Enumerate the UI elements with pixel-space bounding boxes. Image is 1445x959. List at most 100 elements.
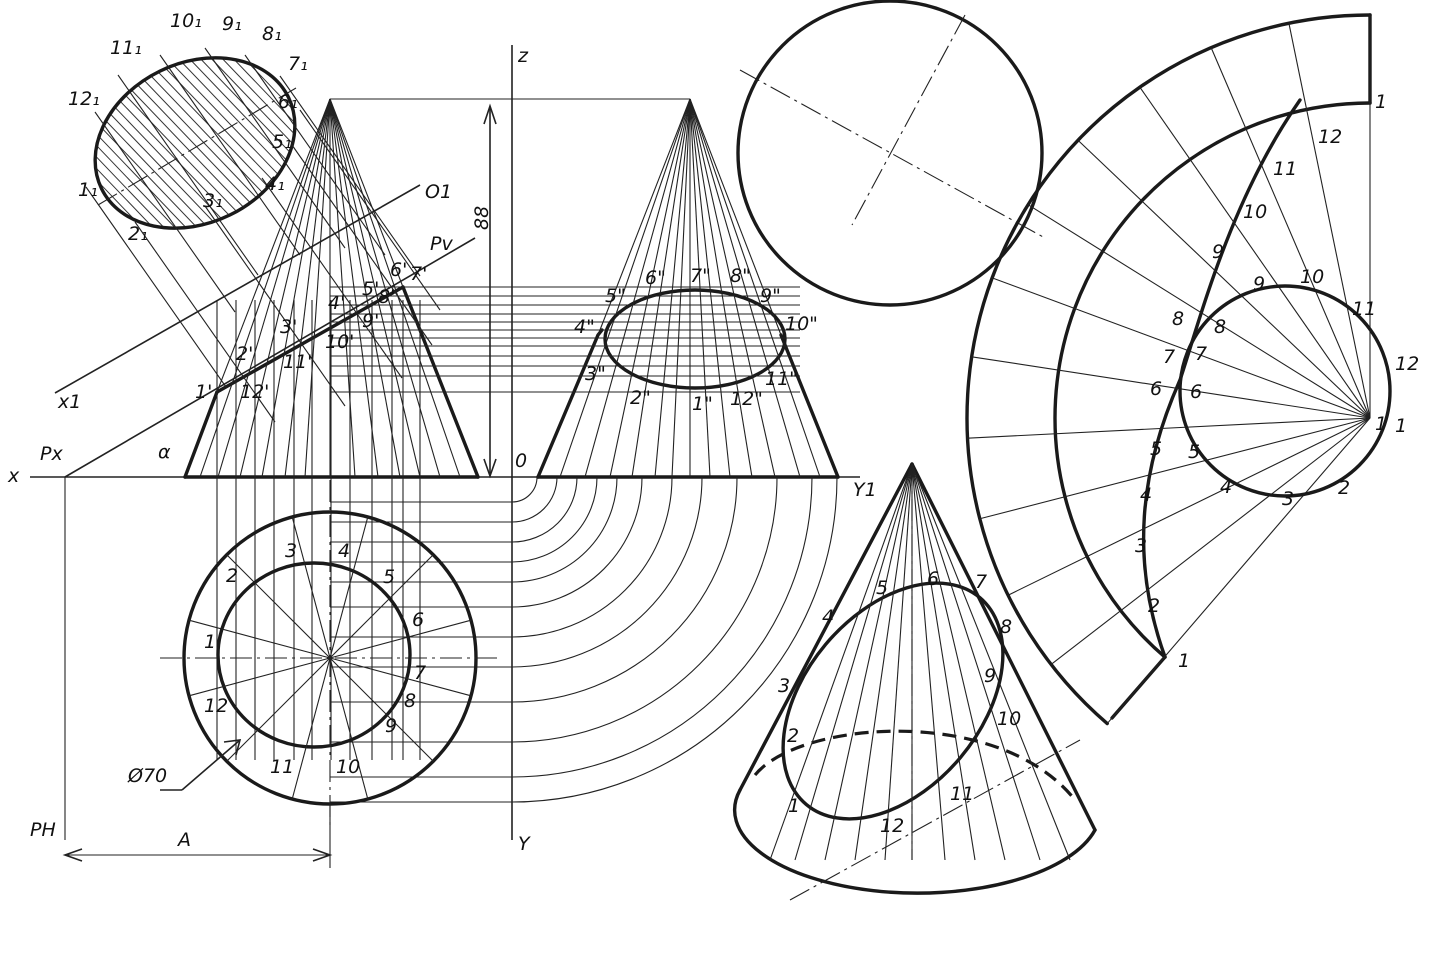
transfer-arc	[511, 476, 673, 638]
plan-rays	[188, 516, 472, 800]
front-view	[183, 98, 480, 760]
iso-generatrix	[911, 463, 1006, 861]
plan-ray	[291, 657, 331, 800]
iso-left-generatrix	[738, 462, 914, 792]
side-generatrix	[671, 98, 691, 478]
plan-point-label: 5	[383, 566, 395, 588]
hatch-line	[404, 30, 624, 260]
label-origin: 0	[515, 450, 527, 472]
development-ray	[1106, 417, 1371, 724]
side-generatrix	[689, 98, 711, 478]
plan-section-contour	[216, 561, 412, 749]
hatch-line	[393, 30, 613, 260]
projection-axes	[30, 45, 860, 840]
development-base-circle	[736, 0, 1044, 307]
section-point-label: 10₁	[170, 10, 202, 32]
iso-point-label: 12	[880, 815, 904, 837]
section-point-label: 9₁	[222, 13, 242, 35]
iso-generatrix	[911, 463, 1041, 861]
plan-point-label: 7	[414, 662, 426, 684]
front-generatrix	[261, 98, 331, 478]
iso-point-label: 8	[1000, 616, 1012, 638]
plan-point-label: 1	[204, 631, 216, 653]
iso-point-label: 4	[822, 606, 834, 628]
section-point-label: 5₁	[272, 131, 292, 153]
dim-a-arrow-left	[62, 848, 83, 862]
side-point-label: 1"	[692, 393, 713, 415]
plan-ray	[291, 516, 331, 659]
iso-generatrix	[854, 463, 913, 861]
transfer-arc	[511, 476, 578, 543]
isometric-cone	[732, 462, 1097, 901]
front-generatrices	[199, 98, 461, 478]
development-inner-label: 2	[1338, 477, 1350, 499]
front-generatrix	[329, 98, 379, 478]
iso-generatrix	[884, 463, 913, 861]
side-section-ellipse	[603, 288, 787, 390]
side-point-label: 12"	[730, 388, 763, 410]
section-point-label: 12₁	[68, 88, 100, 110]
plan-point-label: 4	[338, 540, 350, 562]
hatch-line	[66, 29, 97, 261]
development-ray	[1027, 204, 1371, 419]
point-labels: 1'2'3'4'5'6'7'8'9'10'11'12'2"3"4"5"6"7"8…	[68, 10, 1419, 837]
side-generatrix	[689, 98, 801, 478]
development-inner-label: 7	[1195, 343, 1207, 365]
side-left-generatrix	[536, 328, 604, 479]
front-point-label: 5'	[362, 278, 379, 300]
development-section-curve	[1141, 98, 1302, 659]
hatch-line	[437, 30, 657, 260]
development-inner-label: 5	[1188, 441, 1200, 463]
development-inner-label: 1	[1375, 413, 1387, 435]
development-inner-label: 11	[1352, 298, 1376, 320]
side-generatrix	[689, 98, 753, 478]
side-generatrix	[689, 98, 821, 478]
development-inner-label: 10	[1300, 266, 1324, 288]
development-inner-label: 1	[1395, 415, 1407, 437]
iso-generatrices	[769, 463, 1071, 861]
front-projection-lines	[216, 300, 421, 760]
dev-circle-axis-2	[851, 14, 966, 226]
front-generatrix	[329, 98, 441, 478]
transfer-arc	[511, 476, 598, 563]
side-generatrix	[609, 98, 691, 478]
front-point-label: 2'	[236, 343, 253, 365]
development-section-circle	[1178, 284, 1392, 498]
section-point-label: 6₁	[278, 91, 298, 113]
transfer-arc	[511, 476, 538, 503]
side-right-generatrix	[779, 333, 840, 479]
plan-point-label: 12	[204, 695, 228, 717]
development-rays	[967, 15, 1371, 724]
front-generatrix	[304, 98, 331, 478]
front-point-label: 7'	[410, 263, 427, 285]
iso-base-hidden	[753, 729, 1077, 801]
development-outer-label: 12	[1318, 126, 1342, 148]
section-link	[85, 186, 227, 388]
hatch-line	[66, 29, 130, 261]
front-point-label: 3'	[280, 316, 297, 338]
side-generatrix	[654, 98, 691, 478]
diameter-leader	[181, 739, 241, 791]
hatch-line	[0, 30, 63, 260]
side-generatrix	[689, 98, 731, 478]
transfer-arc	[511, 476, 558, 523]
front-point-label: 8'	[378, 286, 395, 308]
section-link	[134, 221, 276, 423]
height-arrow-bottom	[483, 458, 497, 479]
section-link	[261, 177, 403, 379]
front-left-generatrix	[183, 390, 219, 479]
development-inner-label: 8	[1214, 316, 1226, 338]
section-point-label: 4₁	[265, 173, 285, 195]
dev-circle-axis-1	[739, 69, 1046, 239]
label-y1: Y1	[853, 479, 877, 501]
section-link	[204, 47, 346, 249]
hatch-line	[66, 29, 108, 261]
section-point-label: 11₁	[110, 37, 142, 59]
hatch-line	[66, 29, 218, 261]
iso-point-label: 6	[927, 568, 939, 590]
iso-point-label: 9	[984, 665, 996, 687]
development-inner-label: 4	[1220, 476, 1232, 498]
hatch-line	[0, 30, 41, 260]
hatch-line	[161, 29, 324, 261]
